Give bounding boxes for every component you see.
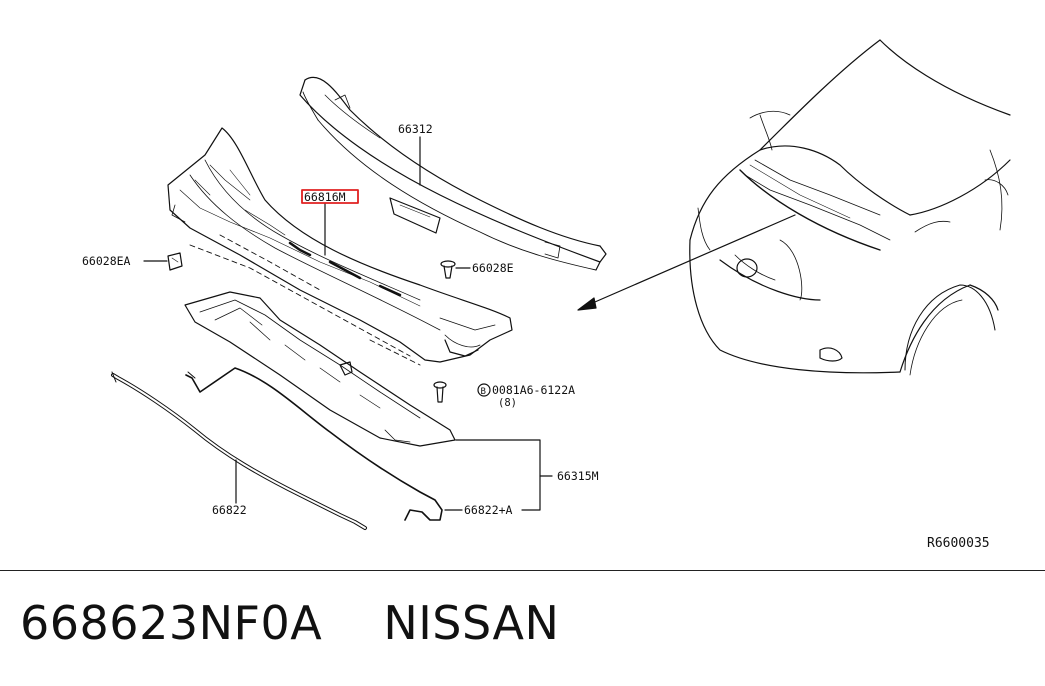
leader-66315m-bracket [455,439,541,511]
bolt-circle-letter: B [481,387,486,397]
callout-66028e: 66028E [472,261,514,275]
car-front-illustration [689,39,1011,376]
callout-66822: 66822 [212,503,247,517]
brand-name: NISSAN [383,596,560,650]
bolt-0081a6-illustration [433,381,447,403]
assembly-dashed-lines [189,234,421,366]
callout-66822a: 66822+A [464,503,513,517]
callout-66315m: 66315M [557,469,599,483]
bolt-circle-marker [477,383,491,397]
pointer-arrowhead [577,297,597,311]
clip-66028ea-illustration [167,252,183,271]
caption-bar: 668623NF0A NISSAN [20,596,559,650]
part-number: 668623NF0A [20,596,323,650]
clip-66028e-illustration [440,260,456,279]
callout-66312: 66312 [398,122,433,136]
callout-0081a6-6122a: 0081A6-6122A [492,383,575,397]
part-66822a-illustration [185,367,443,521]
part-66315m-illustration [184,291,456,447]
diagram-code: R6600035 [927,536,990,551]
callout-66816m: 66816M [304,190,346,204]
caption-divider [0,570,1045,571]
callout-66028ea: 66028EA [82,254,131,268]
pointer-arrow-line [587,214,796,306]
parts-diagram: 66312 66816M 66028EA 66028E B 0081A6-612… [82,39,1011,551]
part-66816m-illustration [167,127,513,363]
highlight-box-66816m [301,189,359,204]
part-66822-illustration [111,371,367,530]
part-66312-illustration [299,76,607,271]
callout-0081a6-quantity: (8) [498,397,517,409]
